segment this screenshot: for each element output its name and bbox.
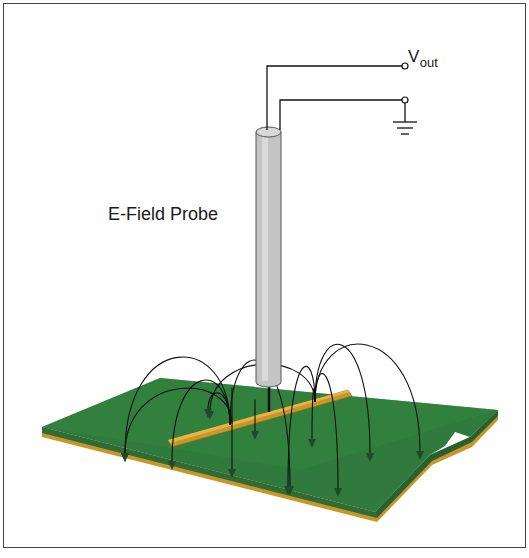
ground-symbol bbox=[401, 133, 409, 134]
ground-symbol bbox=[404, 103, 405, 122]
field-arrowhead bbox=[121, 453, 129, 462]
field-arrowhead bbox=[206, 411, 214, 420]
probe-tip bbox=[268, 384, 271, 412]
probe-top bbox=[256, 127, 281, 137]
field-line bbox=[125, 388, 232, 454]
field-arrowheads bbox=[121, 409, 424, 497]
field-arrowhead bbox=[251, 431, 259, 440]
field-arrowhead bbox=[334, 488, 342, 497]
terminal bbox=[402, 97, 408, 103]
field-arrowhead bbox=[308, 439, 316, 448]
field-line bbox=[231, 388, 232, 470]
field-line bbox=[315, 344, 420, 452]
signal-wire bbox=[267, 66, 402, 130]
probe-label: E-Field Probe bbox=[108, 205, 218, 223]
field-arrowhead bbox=[416, 451, 424, 460]
field-line bbox=[125, 357, 230, 454]
ground-symbol bbox=[397, 127, 413, 128]
board-shade bbox=[42, 378, 498, 470]
field-arrowhead bbox=[168, 461, 176, 470]
field-arrowhead bbox=[228, 469, 236, 478]
field-line bbox=[315, 374, 338, 489]
trace-top bbox=[168, 390, 350, 443]
field-line bbox=[254, 400, 255, 432]
ground-symbol bbox=[393, 121, 417, 122]
output-subscript: out bbox=[420, 56, 438, 69]
probe-body bbox=[256, 132, 281, 387]
frame bbox=[4, 4, 526, 548]
probe-highlight bbox=[262, 133, 268, 381]
pcb-board bbox=[42, 378, 498, 512]
ground-wire bbox=[280, 100, 402, 130]
output-label: V bbox=[408, 48, 419, 65]
field-line bbox=[315, 344, 370, 454]
field-line bbox=[288, 366, 315, 487]
field-line bbox=[172, 380, 230, 462]
terminal bbox=[402, 63, 408, 69]
field-arrowhead bbox=[366, 453, 374, 462]
field-arrowhead bbox=[284, 486, 292, 495]
field-arrowhead bbox=[121, 453, 129, 462]
pcb-trace bbox=[168, 390, 352, 447]
